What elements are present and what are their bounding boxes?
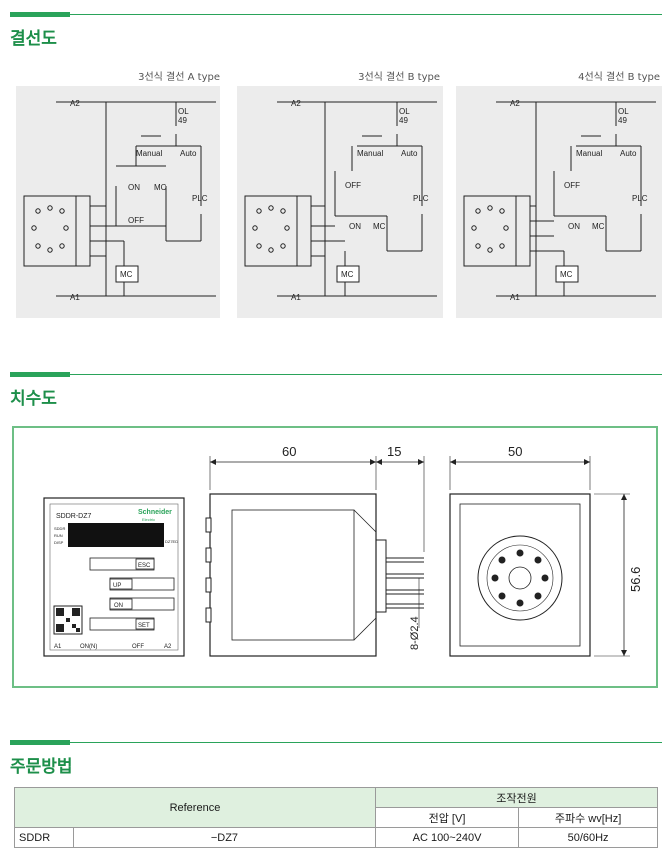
wiring-diagram-2: A2 A1 OL 49 Manual Auto PLC OFF ON MC MC bbox=[237, 86, 443, 318]
label-ol: OL bbox=[178, 107, 189, 116]
up-button-label: UP bbox=[113, 583, 121, 589]
dim-width-front: 60 bbox=[282, 444, 296, 459]
device-display-screen bbox=[68, 523, 164, 547]
device-button-on[interactable]: ON bbox=[109, 597, 175, 611]
wiring-diagram-3-svg: A2 A1 OL 49 Manual Auto PLC OFF ON MC MC bbox=[463, 99, 656, 302]
wiring-diagram-1: A2 A1 OL 49 Manual Auto PLC ON MC OFF MC bbox=[16, 86, 220, 318]
label-ol-num: 49 bbox=[178, 116, 187, 125]
wiring-caption-2: 3선식 결선 B type bbox=[358, 72, 440, 83]
label-on: ON bbox=[128, 183, 140, 192]
dim-depth-pins: 15 bbox=[387, 444, 401, 459]
wiring-caption-3: 4선식 결선 B type bbox=[578, 72, 660, 83]
label-off: OFF bbox=[564, 181, 580, 190]
label-manual: Manual bbox=[357, 149, 383, 158]
dimension-drawing-frame: SDDR-DZ7 Schneider Electric SDDR RUN DIS… bbox=[12, 426, 658, 688]
label-on: ON bbox=[349, 222, 361, 231]
section-title-wiring: 결선도 bbox=[10, 29, 57, 49]
device-brand-logo: Schneider bbox=[138, 509, 172, 516]
label-mc-coil: MC bbox=[120, 270, 133, 279]
device-right-label: DZ7ED bbox=[165, 539, 178, 544]
socket-pins bbox=[491, 549, 549, 607]
device-model-label: SDDR-DZ7 bbox=[56, 513, 91, 520]
device-brand-sub: Electric bbox=[142, 517, 155, 522]
label-a1: A1 bbox=[510, 293, 520, 302]
section-accent-bar bbox=[10, 12, 70, 17]
label-a1: A1 bbox=[291, 293, 301, 302]
terminal-label-a2: A2 bbox=[164, 644, 172, 650]
order-code: SDDR bbox=[14, 827, 74, 848]
label-mc-contact: MC bbox=[373, 222, 386, 231]
wiring-diagram-2-svg: A2 A1 OL 49 Manual Auto PLC OFF ON MC MC bbox=[244, 99, 437, 302]
terminal-label-off: OFF bbox=[132, 644, 144, 650]
set-button-label: SET bbox=[138, 623, 150, 629]
device-button-set[interactable]: SET bbox=[89, 617, 155, 631]
order-header-reference: Reference bbox=[14, 787, 376, 828]
section-title-dimensions: 치수도 bbox=[10, 389, 57, 409]
dimensions-section: 치수도 bbox=[10, 372, 662, 414]
wiring-caption-1: 3선식 결선 A type bbox=[138, 72, 220, 83]
label-on: ON bbox=[568, 222, 580, 231]
device-front-view: SDDR-DZ7 Schneider Electric SDDR RUN DIS… bbox=[43, 497, 185, 657]
label-manual: Manual bbox=[136, 149, 162, 158]
dim-width-side: 50 bbox=[508, 444, 522, 459]
device-side-label-1: SDDR bbox=[54, 526, 65, 531]
label-plc: PLC bbox=[192, 194, 208, 203]
label-auto: Auto bbox=[620, 149, 637, 158]
wiring-diagram-1-svg: A2 A1 OL 49 Manual Auto PLC ON MC OFF MC bbox=[23, 99, 216, 302]
label-plc: PLC bbox=[413, 194, 429, 203]
label-mc-contact: MC bbox=[592, 222, 605, 231]
qr-code-icon bbox=[53, 605, 83, 635]
dim-pins: 8-Ø2.4 bbox=[409, 616, 421, 650]
device-button-esc[interactable]: ESC bbox=[89, 557, 155, 571]
order-table: Reference 조작전원 전압 [V] 주파수 wv[Hz] SDDR −D… bbox=[14, 787, 659, 848]
label-a2: A2 bbox=[291, 99, 301, 108]
section-rule bbox=[10, 14, 662, 15]
label-plc: PLC bbox=[632, 194, 648, 203]
wiring-diagram-3: A2 A1 OL 49 Manual Auto PLC OFF ON MC MC bbox=[456, 86, 662, 318]
on-button-label: ON bbox=[114, 603, 123, 609]
order-frequency: 50/60Hz bbox=[518, 827, 658, 848]
order-suffix: −DZ7 bbox=[73, 827, 376, 848]
order-voltage: AC 100~240V bbox=[374, 827, 520, 848]
section-title-ordering: 주문방법 bbox=[10, 757, 73, 777]
label-mc-coil: MC bbox=[341, 270, 354, 279]
device-side-view bbox=[205, 456, 425, 657]
device-rear-view bbox=[449, 456, 630, 657]
device-side-label-3: DISP bbox=[54, 540, 64, 545]
label-ol: OL bbox=[399, 107, 410, 116]
ordering-section: 주문방법 bbox=[10, 740, 662, 782]
label-ol-num: 49 bbox=[399, 116, 408, 125]
table-row: SDDR −DZ7 AC 100~240V 50/60Hz bbox=[14, 827, 658, 848]
label-a2: A2 bbox=[70, 99, 80, 108]
terminal-label-a1: A1 bbox=[54, 644, 62, 650]
section-rule bbox=[10, 742, 662, 743]
order-header-control: 조작전원 bbox=[374, 787, 659, 808]
label-manual: Manual bbox=[576, 149, 602, 158]
label-a2: A2 bbox=[510, 99, 520, 108]
terminal-label-on: ON(N) bbox=[80, 644, 97, 650]
dim-height: 56.6 bbox=[628, 567, 643, 592]
label-mc-contact: MC bbox=[154, 183, 167, 192]
label-off: OFF bbox=[345, 181, 361, 190]
wiring-section: 결선도 bbox=[10, 12, 662, 314]
order-header-voltage: 전압 [V] bbox=[374, 807, 520, 828]
label-auto: Auto bbox=[401, 149, 418, 158]
section-rule bbox=[10, 374, 662, 375]
label-auto: Auto bbox=[180, 149, 197, 158]
section-accent-bar bbox=[10, 740, 70, 745]
esc-button-label: ESC bbox=[138, 563, 151, 569]
label-ol: OL bbox=[618, 107, 629, 116]
order-header-frequency: 주파수 wv[Hz] bbox=[518, 807, 658, 828]
label-off: OFF bbox=[128, 216, 144, 225]
label-mc-coil: MC bbox=[560, 270, 573, 279]
device-button-up[interactable]: UP bbox=[109, 577, 175, 591]
label-ol-num: 49 bbox=[618, 116, 627, 125]
device-side-label-2: RUN bbox=[54, 533, 63, 538]
label-a1: A1 bbox=[70, 293, 80, 302]
dimension-drawing-svg: SDDR-DZ7 Schneider Electric SDDR RUN DIS… bbox=[43, 444, 643, 657]
section-accent-bar bbox=[10, 372, 70, 377]
